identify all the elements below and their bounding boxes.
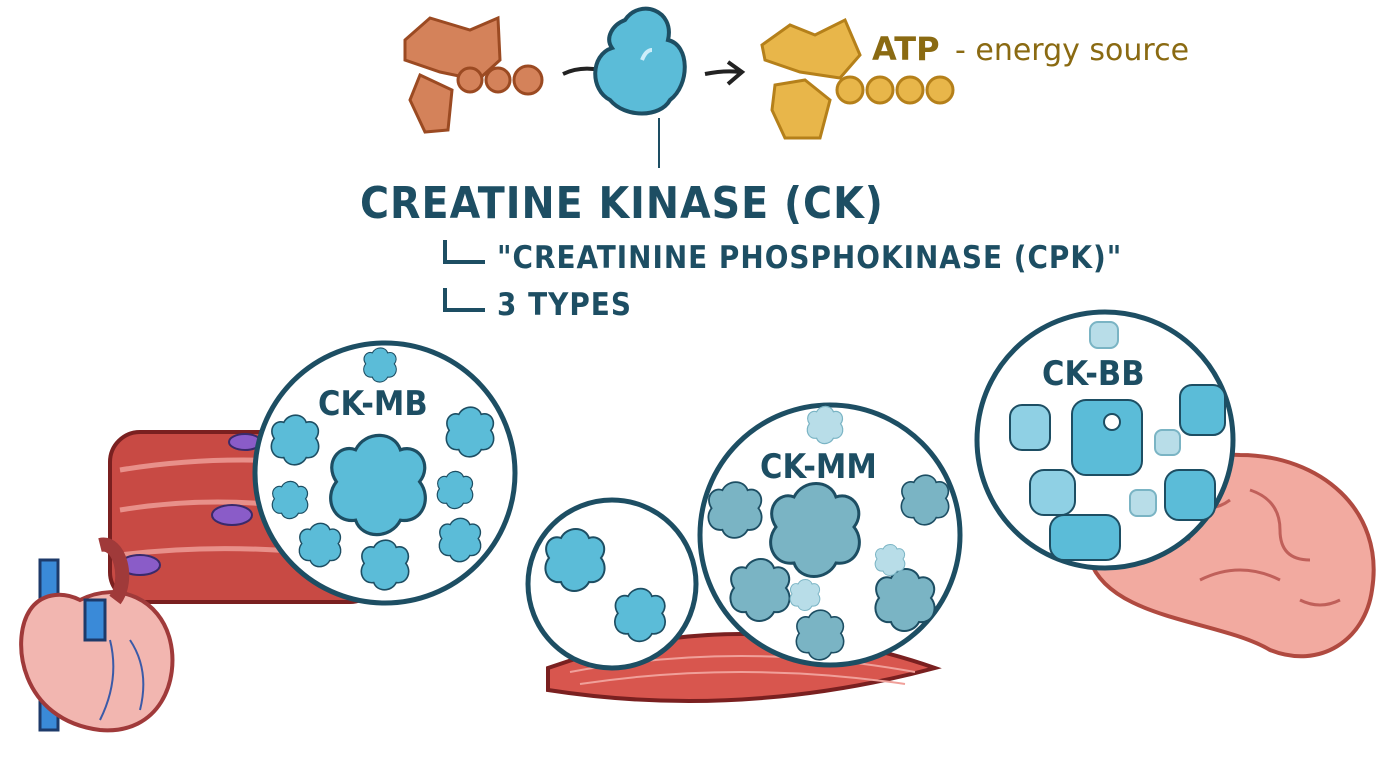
enzyme-alias: "CREATININE PHOSPHOKINASE (CPK)" [497, 240, 1122, 276]
arrow-out [704, 60, 746, 86]
ck-mm-small-circle [525, 497, 699, 671]
atp-molecule [760, 17, 955, 140]
enzyme-types: 3 TYPES [497, 287, 632, 323]
ck-mb-label: CK-MB [318, 384, 428, 424]
ck-bb-label: CK-BB [1042, 354, 1145, 394]
ck-bb-circle: CK-BB [974, 309, 1236, 571]
enzyme-title: CREATINE KINASE (CK) [360, 178, 884, 229]
atp-description: - energy source [955, 33, 1189, 68]
ck-mb-circle: CK-MB [252, 340, 518, 606]
branch-icon [443, 240, 485, 312]
ck-mm-label: CK-MM [760, 447, 877, 487]
heart-icon [19, 537, 175, 733]
ck-mm-circle: CK-MM [697, 402, 963, 668]
creatine-molecule [403, 15, 544, 134]
atp-label: ATP [872, 30, 940, 68]
enzyme-ck-icon [593, 6, 687, 116]
